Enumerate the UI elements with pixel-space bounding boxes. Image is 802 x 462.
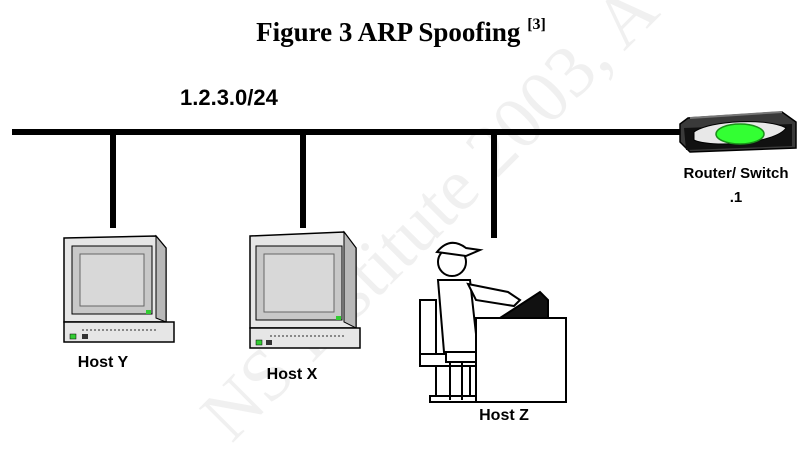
router-label: Router/ Switch xyxy=(683,165,788,182)
host-z-person-icon xyxy=(419,241,567,403)
host-x-computer-icon xyxy=(249,230,361,349)
figure-title-text: Figure 3 ARP Spoofing xyxy=(256,17,521,47)
figure-title: Figure 3 ARP Spoofing [3] xyxy=(0,16,802,48)
host-y-computer-icon xyxy=(63,234,175,343)
router-address: .1 xyxy=(730,189,743,206)
subnet-label: 1.2.3.0/24 xyxy=(180,85,279,110)
host-z-label: Host Z xyxy=(479,407,529,424)
figure-citation: [3] xyxy=(527,16,546,33)
router-switch-icon xyxy=(679,111,797,153)
host-y-label: Host Y xyxy=(78,354,129,371)
host-x-label: Host X xyxy=(267,366,318,383)
